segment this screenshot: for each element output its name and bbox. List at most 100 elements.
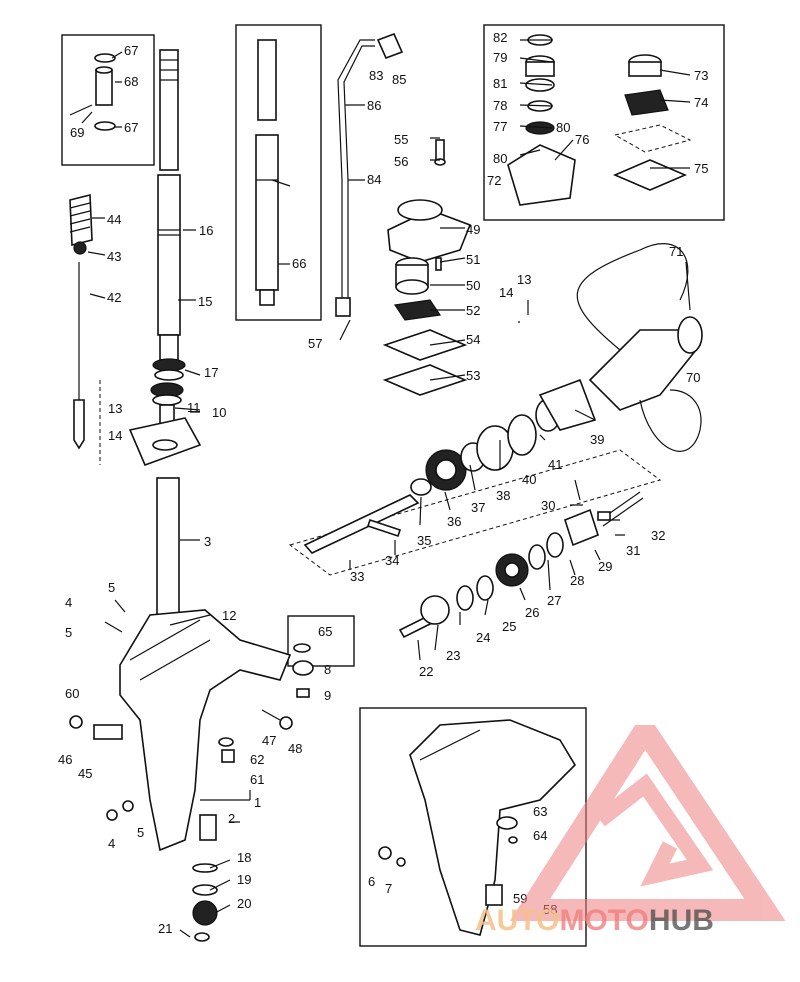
part-label-36: 36 <box>447 514 461 529</box>
part-label-45: 45 <box>78 766 92 781</box>
part-label-70: 70 <box>686 370 700 385</box>
part-label-42: 42 <box>107 290 121 305</box>
part-label-71: 71 <box>669 244 683 259</box>
part-label-65: 65 <box>318 624 332 639</box>
part-label-5: 5 <box>137 825 144 840</box>
part-label-48: 48 <box>288 741 302 756</box>
part-label-80: 80 <box>556 120 570 135</box>
part-label-44: 44 <box>107 212 121 227</box>
lower-case-main <box>69 609 314 942</box>
part-label-52: 52 <box>466 303 480 318</box>
part-label-13: 13 <box>108 401 122 416</box>
part-label-80: 80 <box>493 151 507 166</box>
part-label-46: 46 <box>58 752 72 767</box>
part-label-85: 85 <box>392 72 406 87</box>
part-label-35: 35 <box>417 533 431 548</box>
part-label-51: 51 <box>466 252 480 267</box>
part-label-38: 38 <box>496 488 510 503</box>
part-label-59: 59 <box>513 891 527 906</box>
part-label-74: 74 <box>694 95 708 110</box>
part-label-31: 31 <box>626 543 640 558</box>
part-label-39: 39 <box>590 432 604 447</box>
part-label-27: 27 <box>547 593 561 608</box>
part-label-43: 43 <box>107 249 121 264</box>
part-label-67: 67 <box>124 120 138 135</box>
part-label-12: 12 <box>222 608 236 623</box>
part-label-50: 50 <box>466 278 480 293</box>
part-label-81: 81 <box>493 76 507 91</box>
part-label-60: 60 <box>65 686 79 701</box>
part-label-33: 33 <box>350 569 364 584</box>
driveshaft-alt-parts <box>255 39 291 306</box>
inset-box-washer-detail <box>287 615 355 667</box>
part-label-40: 40 <box>522 472 536 487</box>
part-label-5: 5 <box>65 625 72 640</box>
part-label-3: 3 <box>204 534 211 549</box>
part-label-37: 37 <box>471 500 485 515</box>
inset-box-water-pump-alt <box>483 24 725 221</box>
part-label-26: 26 <box>525 605 539 620</box>
part-label-64: 64 <box>533 828 547 843</box>
part-label-14: 14 <box>499 285 513 300</box>
water-pump-parts <box>335 32 472 396</box>
shift-rod-parts <box>69 193 93 450</box>
part-label-77: 77 <box>493 119 507 134</box>
part-label-47: 47 <box>262 733 276 748</box>
part-label-58: 58 <box>543 902 557 917</box>
propeller <box>576 243 703 452</box>
part-label-83: 83 <box>369 68 383 83</box>
part-label-9: 9 <box>324 688 331 703</box>
part-label-61: 61 <box>250 772 264 787</box>
part-label-18: 18 <box>237 850 251 865</box>
part-label-82: 82 <box>493 30 507 45</box>
part-label-20: 20 <box>237 896 251 911</box>
part-label-28: 28 <box>570 573 584 588</box>
part-label-76: 76 <box>575 132 589 147</box>
leader-lines <box>81 39 691 938</box>
part-label-2: 2 <box>228 811 235 826</box>
part-label-21: 21 <box>158 921 172 936</box>
part-label-66: 66 <box>292 256 306 271</box>
part-label-86: 86 <box>367 98 381 113</box>
part-label-79: 79 <box>493 50 507 65</box>
gear-shaft-assembly <box>288 378 662 639</box>
part-label-10: 10 <box>212 405 226 420</box>
part-label-53: 53 <box>466 368 480 383</box>
part-label-55: 55 <box>394 132 408 147</box>
drive-shaft-assembly <box>99 49 202 624</box>
water-pump-alt-parts <box>507 34 692 206</box>
part-label-56: 56 <box>394 154 408 169</box>
part-label-84: 84 <box>367 172 381 187</box>
part-label-63: 63 <box>533 804 547 819</box>
part-label-8: 8 <box>324 662 331 677</box>
part-label-57: 57 <box>308 336 322 351</box>
part-label-25: 25 <box>502 619 516 634</box>
part-label-1: 1 <box>254 795 261 810</box>
part-label-41: 41 <box>548 457 562 472</box>
inset-box-driveshaft-alt <box>235 24 322 321</box>
part-label-32: 32 <box>651 528 665 543</box>
part-label-54: 54 <box>466 332 480 347</box>
part-label-24: 24 <box>476 630 490 645</box>
part-label-78: 78 <box>493 98 507 113</box>
part-label-62: 62 <box>250 752 264 767</box>
part-label-49: 49 <box>466 222 480 237</box>
part-label-67: 67 <box>124 43 138 58</box>
part-label-16: 16 <box>199 223 213 238</box>
pin-detail-parts <box>69 53 116 131</box>
part-label-30: 30 <box>541 498 555 513</box>
part-label-4: 4 <box>65 595 72 610</box>
part-label-17: 17 <box>204 365 218 380</box>
part-label-11: 11 <box>187 400 201 415</box>
part-label-72: 72 <box>487 173 501 188</box>
part-label-19: 19 <box>237 872 251 887</box>
part-label-5: 5 <box>108 580 115 595</box>
part-label-4: 4 <box>108 836 115 851</box>
part-label-34: 34 <box>385 553 399 568</box>
part-label-14: 14 <box>108 428 122 443</box>
part-label-13: 13 <box>517 272 531 287</box>
part-label-73: 73 <box>694 68 708 83</box>
part-label-29: 29 <box>598 559 612 574</box>
part-label-7: 7 <box>385 881 392 896</box>
